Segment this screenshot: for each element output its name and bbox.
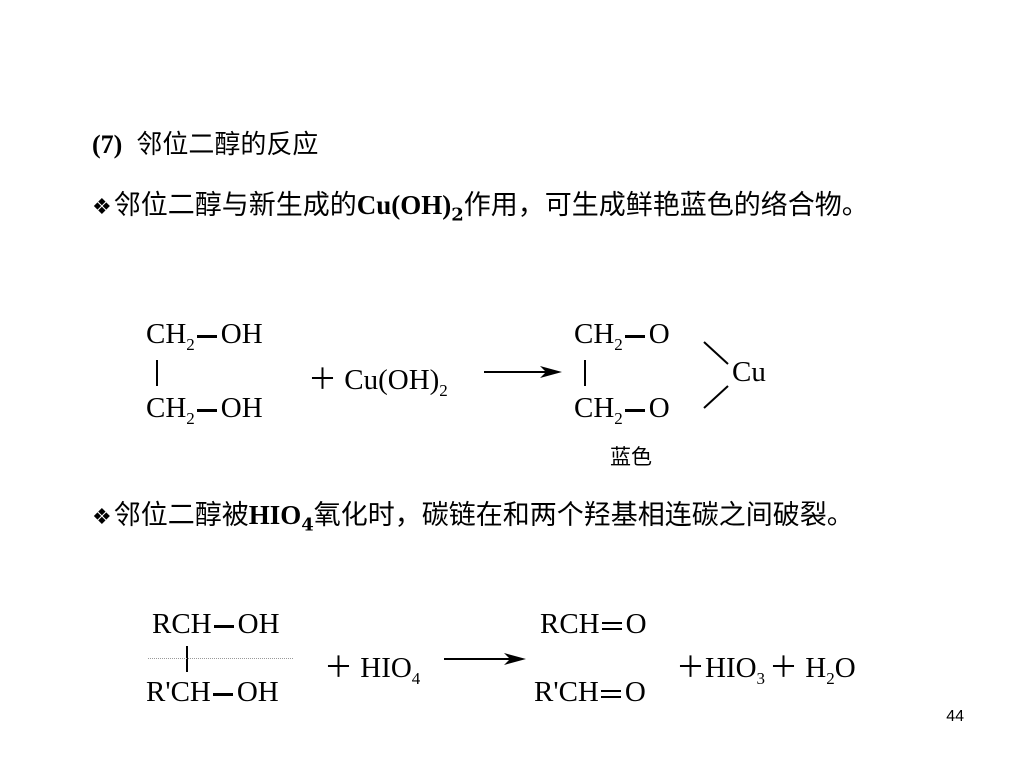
double-bond-icon [601,622,622,631]
section-number: (7) [92,130,123,159]
single-bond-icon [212,692,233,696]
reaction-arrow-icon [484,366,562,378]
eq2-reagent: ＋ HIO4 [324,652,421,688]
diamond-bullet-icon: ❖ [92,505,112,530]
page-number: 44 [946,708,964,725]
eq1-metal: Cu [732,356,766,388]
bullet2-reagent: HIO [248,500,302,530]
single-bond-icon [196,334,217,338]
bullet-paragraph-2: ❖邻位二醇被HIO4氧化时，碳链在和两个羟基相连碳之间破裂。 [92,490,932,550]
bullet1-reagent: Cu(OH) [356,190,452,220]
eq1-reagent: ＋ Cu(OH)2 [308,364,448,400]
single-bond-icon [213,624,234,628]
bullet-paragraph-1: ❖邻位二醇与新生成的Cu(OH)2作用，可生成鲜艳蓝色的络合物。 [92,180,932,240]
bullet2-text-before: 邻位二醇被 [113,500,249,531]
eq2-byproducts: ＋HIO3＋ H2O [676,652,856,688]
coordination-bonds-icon [703,341,729,409]
diamond-bullet-icon: ❖ [92,195,112,220]
bullet1-text-after: 作用，可生成鲜艳蓝色的络合物。 [463,190,869,221]
double-bond-icon [600,690,621,699]
bullet2-text-after: 氧化时，碳链在和两个羟基相连碳之间破裂。 [313,500,854,531]
vertical-bond-icon [186,646,188,672]
single-bond-icon [624,334,645,338]
vertical-bond-icon [156,360,158,386]
bullet1-text-before: 邻位二醇与新生成的 [113,190,357,221]
bullet2-reagent-sub: 4 [301,514,314,536]
single-bond-icon [196,408,217,412]
reaction-arrow-icon [444,653,526,665]
bullet1-reagent-sub: 2 [451,204,464,226]
section-title: (7) 邻位二醇的反应 [92,124,318,161]
section-title-text: 邻位二醇的反应 [136,130,319,160]
separator-line [148,658,293,659]
single-bond-icon [624,408,645,412]
eq1-product-label: 蓝色 [610,445,652,469]
vertical-bond-icon [584,360,586,386]
